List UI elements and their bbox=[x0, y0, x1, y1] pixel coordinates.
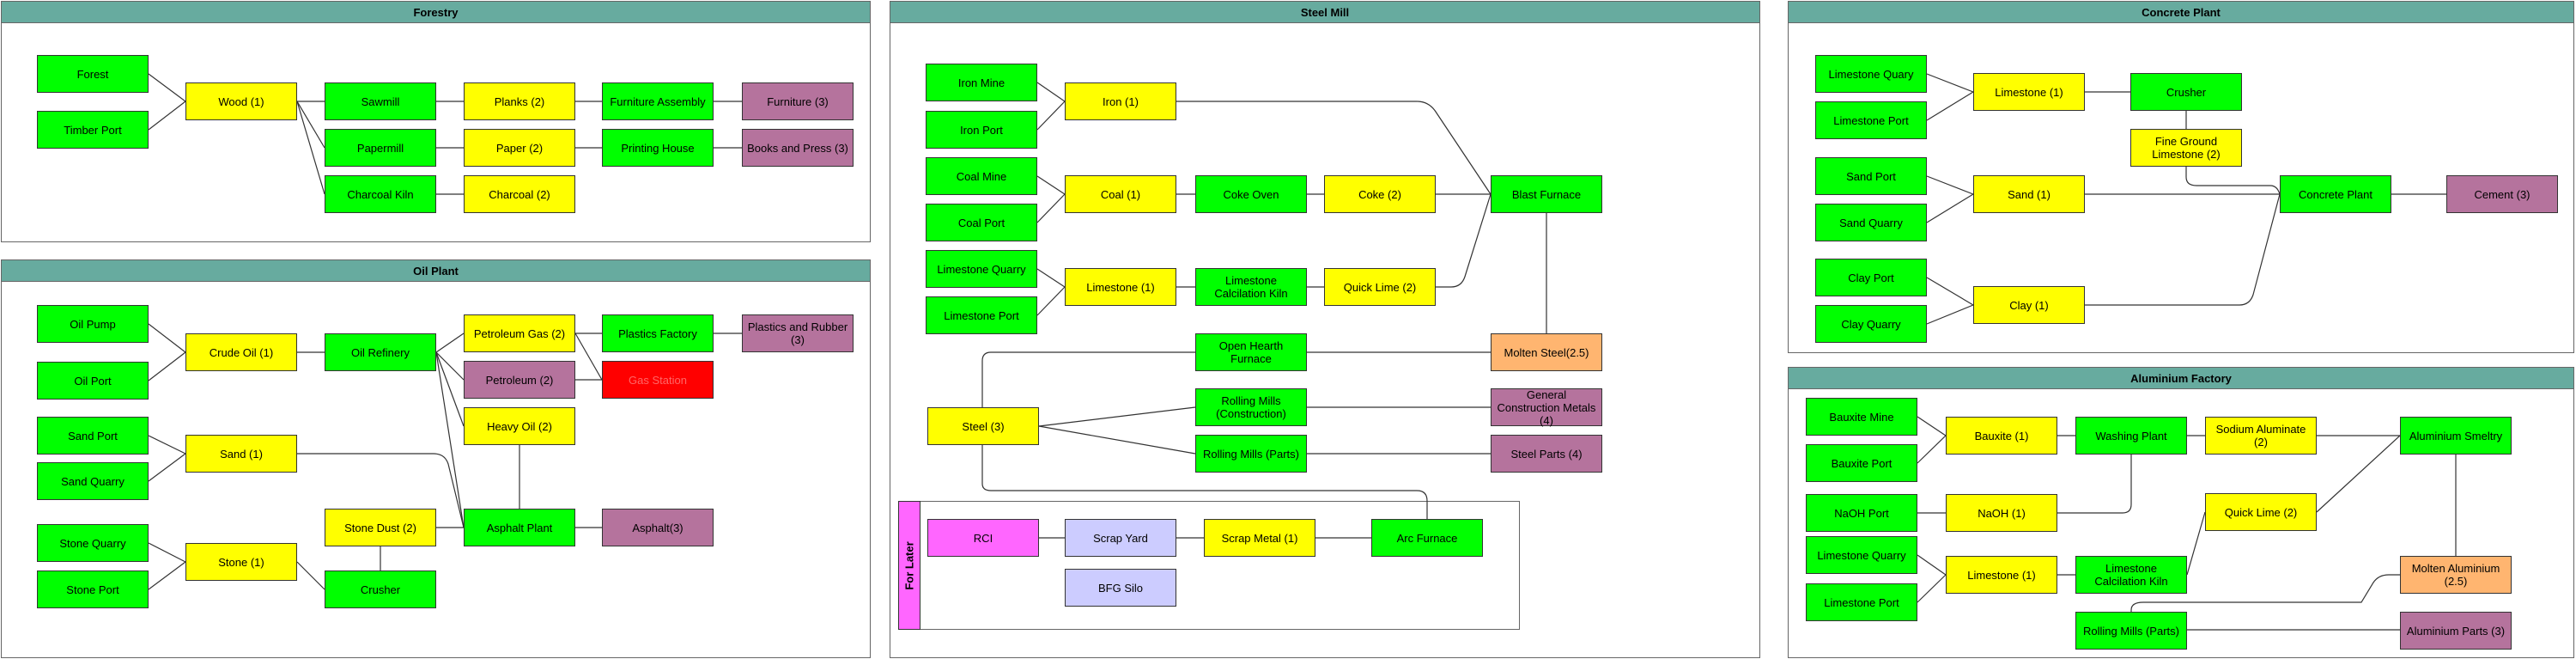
node-oil-pump[interactable]: Oil Pump bbox=[37, 305, 149, 343]
node-coal-port[interactable]: Coal Port bbox=[926, 204, 1037, 241]
node-washing-plant[interactable]: Washing Plant bbox=[2075, 417, 2187, 455]
node-rci[interactable]: RCI bbox=[927, 519, 1039, 557]
node-cp-limestone[interactable]: Limestone (1) bbox=[1973, 73, 2085, 111]
node-cement[interactable]: Cement (3) bbox=[2446, 175, 2558, 213]
node-al-limestone-calc-kiln[interactable]: Limestone Calcilation Kiln bbox=[2075, 556, 2187, 594]
node-fine-ground-limestone[interactable]: Fine Ground Limestone (2) bbox=[2130, 129, 2242, 167]
node-petroleum-gas[interactable]: Petroleum Gas (2) bbox=[464, 314, 575, 352]
node-al-rolling-parts[interactable]: Rolling Mills (Parts) bbox=[2075, 612, 2187, 650]
node-furniture-assembly[interactable]: Furniture Assembly bbox=[602, 82, 714, 120]
node-limestone-calc-kiln[interactable]: Limestone Calcilation Kiln bbox=[1195, 268, 1307, 306]
for-later-label: For Later bbox=[898, 501, 920, 630]
node-coke-oven[interactable]: Coke Oven bbox=[1195, 175, 1307, 213]
node-petroleum[interactable]: Petroleum (2) bbox=[464, 361, 575, 399]
node-stone-quarry[interactable]: Stone Quarry bbox=[37, 524, 149, 562]
panel-title-steel-mill: Steel Mill bbox=[890, 2, 1759, 23]
node-timber-port[interactable]: Timber Port bbox=[37, 111, 149, 149]
panel-title-oil-plant: Oil Plant bbox=[2, 260, 870, 282]
node-iron-port[interactable]: Iron Port bbox=[926, 111, 1037, 149]
node-oil-refinery[interactable]: Oil Refinery bbox=[325, 333, 436, 371]
node-iron[interactable]: Iron (1) bbox=[1065, 82, 1176, 120]
node-papermill[interactable]: Papermill bbox=[325, 129, 436, 167]
node-plastics-rubber[interactable]: Plastics and Rubber (3) bbox=[742, 314, 854, 352]
node-molten-steel[interactable]: Molten Steel(2.5) bbox=[1491, 333, 1602, 371]
node-stone-dust[interactable]: Stone Dust (2) bbox=[325, 509, 436, 546]
node-coal-mine[interactable]: Coal Mine bbox=[926, 157, 1037, 195]
node-stone[interactable]: Stone (1) bbox=[185, 543, 297, 581]
node-scrap-metal[interactable]: Scrap Metal (1) bbox=[1204, 519, 1315, 557]
node-gen-constr-metals[interactable]: General Construction Metals (4) bbox=[1491, 388, 1602, 427]
node-cp-sand[interactable]: Sand (1) bbox=[1973, 175, 2085, 213]
node-planks[interactable]: Planks (2) bbox=[464, 82, 575, 120]
node-quick-lime-al[interactable]: Quick Lime (2) bbox=[2205, 493, 2317, 531]
node-plastics-factory[interactable]: Plastics Factory bbox=[602, 314, 714, 352]
node-concrete-plant[interactable]: Concrete Plant bbox=[2280, 175, 2391, 213]
for-later-text: For Later bbox=[902, 540, 916, 590]
node-naoh[interactable]: NaOH (1) bbox=[1946, 494, 2057, 532]
node-asphalt[interactable]: Asphalt(3) bbox=[602, 509, 714, 546]
node-op-sand-port[interactable]: Sand Port bbox=[37, 417, 149, 455]
node-aluminium-smeltry[interactable]: Aluminium Smeltry bbox=[2400, 417, 2512, 455]
node-bfg-silo[interactable]: BFG Silo bbox=[1065, 569, 1176, 607]
node-cp-sand-port[interactable]: Sand Port bbox=[1815, 157, 1927, 195]
node-printing-house[interactable]: Printing House bbox=[602, 129, 714, 167]
node-sm-limestone-quarry[interactable]: Limestone Quarry bbox=[926, 250, 1037, 288]
node-cp-crusher[interactable]: Crusher bbox=[2130, 73, 2242, 111]
node-steel[interactable]: Steel (3) bbox=[927, 407, 1039, 445]
node-charcoal-kiln[interactable]: Charcoal Kiln bbox=[325, 175, 436, 213]
panel-title-concrete-plant: Concrete Plant bbox=[1789, 2, 2573, 23]
node-al-limestone-quarry[interactable]: Limestone Quarry bbox=[1806, 536, 1917, 574]
node-gas-station[interactable]: Gas Station bbox=[602, 361, 714, 399]
node-scrap-yard[interactable]: Scrap Yard bbox=[1065, 519, 1176, 557]
node-rolling-parts[interactable]: Rolling Mills (Parts) bbox=[1195, 435, 1307, 473]
node-forest[interactable]: Forest bbox=[37, 55, 149, 93]
panel-title-aluminium-factory: Aluminium Factory bbox=[1789, 368, 2573, 389]
node-arc-furnace[interactable]: Arc Furnace bbox=[1371, 519, 1483, 557]
node-al-limestone[interactable]: Limestone (1) bbox=[1946, 556, 2057, 594]
node-sawmill[interactable]: Sawmill bbox=[325, 82, 436, 120]
node-cp-limestone-quarry[interactable]: Limestone Quary bbox=[1815, 55, 1927, 93]
node-books-press[interactable]: Books and Press (3) bbox=[742, 129, 854, 167]
node-paper[interactable]: Paper (2) bbox=[464, 129, 575, 167]
node-asphalt-plant[interactable]: Asphalt Plant bbox=[464, 509, 575, 546]
node-al-limestone-port[interactable]: Limestone Port bbox=[1806, 583, 1917, 621]
node-op-crusher[interactable]: Crusher bbox=[325, 571, 436, 608]
node-cp-limestone-port[interactable]: Limestone Port bbox=[1815, 101, 1927, 139]
node-sodium-aluminate[interactable]: Sodium Aluminate (2) bbox=[2205, 417, 2317, 455]
node-sm-limestone-port[interactable]: Limestone Port bbox=[926, 296, 1037, 334]
node-bauxite-port[interactable]: Bauxite Port bbox=[1806, 444, 1917, 482]
node-open-hearth[interactable]: Open Hearth Furnace bbox=[1195, 333, 1307, 371]
node-op-sand[interactable]: Sand (1) bbox=[185, 435, 297, 473]
node-clay-port[interactable]: Clay Port bbox=[1815, 259, 1927, 296]
node-quick-lime[interactable]: Quick Lime (2) bbox=[1324, 268, 1436, 306]
node-heavy-oil[interactable]: Heavy Oil (2) bbox=[464, 407, 575, 445]
node-steel-parts[interactable]: Steel Parts (4) bbox=[1491, 435, 1602, 473]
node-molten-aluminium[interactable]: Molten Aluminium (2.5) bbox=[2400, 556, 2512, 594]
node-wood[interactable]: Wood (1) bbox=[185, 82, 297, 120]
node-op-sand-quarry[interactable]: Sand Quarry bbox=[37, 462, 149, 500]
node-coke[interactable]: Coke (2) bbox=[1324, 175, 1436, 213]
node-bauxite-mine[interactable]: Bauxite Mine bbox=[1806, 398, 1917, 436]
node-sm-limestone[interactable]: Limestone (1) bbox=[1065, 268, 1176, 306]
node-aluminium-parts[interactable]: Aluminium Parts (3) bbox=[2400, 612, 2512, 650]
node-rolling-constr[interactable]: Rolling Mills (Construction) bbox=[1195, 388, 1307, 426]
node-clay[interactable]: Clay (1) bbox=[1973, 286, 2085, 324]
node-stone-port[interactable]: Stone Port bbox=[37, 571, 149, 608]
node-oil-port[interactable]: Oil Port bbox=[37, 362, 149, 400]
node-iron-mine[interactable]: Iron Mine bbox=[926, 64, 1037, 101]
node-blast-furnace[interactable]: Blast Furnace bbox=[1491, 175, 1602, 213]
node-cp-sand-quarry[interactable]: Sand Quarry bbox=[1815, 204, 1927, 241]
node-charcoal[interactable]: Charcoal (2) bbox=[464, 175, 575, 213]
node-bauxite[interactable]: Bauxite (1) bbox=[1946, 417, 2057, 455]
node-coal[interactable]: Coal (1) bbox=[1065, 175, 1176, 213]
node-clay-quarry[interactable]: Clay Quarry bbox=[1815, 305, 1927, 343]
node-furniture[interactable]: Furniture (3) bbox=[742, 82, 854, 120]
panel-title-forestry: Forestry bbox=[2, 2, 870, 23]
node-crude-oil[interactable]: Crude Oil (1) bbox=[185, 333, 297, 371]
node-naoh-port[interactable]: NaOH Port bbox=[1806, 494, 1917, 532]
